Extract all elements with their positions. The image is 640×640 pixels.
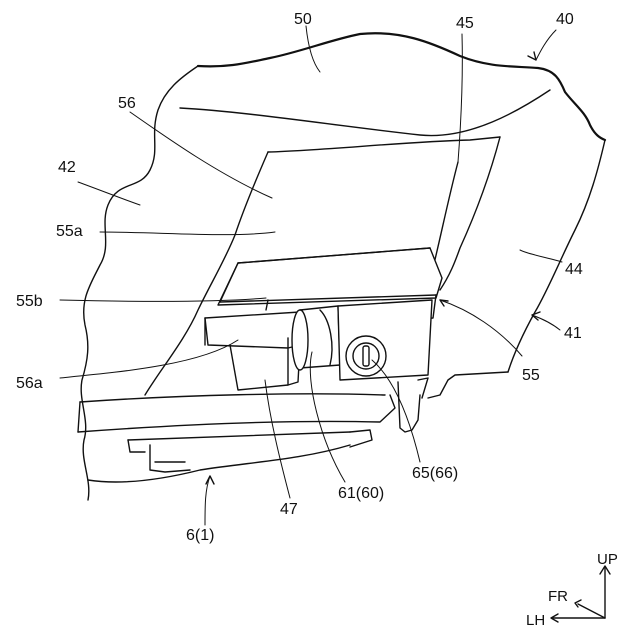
block-47 xyxy=(205,312,300,390)
label-47: 47 xyxy=(280,501,298,518)
lock-65 xyxy=(338,300,432,380)
label-55b: 55b xyxy=(16,293,43,310)
label-44: 44 xyxy=(565,261,583,278)
label-55a: 55a xyxy=(56,223,83,240)
upper-panel xyxy=(180,90,550,152)
label-55: 55 xyxy=(522,367,540,384)
label-45: 45 xyxy=(456,15,474,32)
direction-lh: LH xyxy=(526,612,545,629)
base-frame xyxy=(78,394,395,482)
label-61-60: 61(60) xyxy=(338,485,384,502)
direction-fr: FR xyxy=(548,588,568,605)
label-56: 56 xyxy=(118,95,136,112)
label-65-66: 65(66) xyxy=(412,465,458,482)
label-56a: 56a xyxy=(16,375,43,392)
label-40: 40 xyxy=(556,11,574,28)
label-41: 41 xyxy=(564,325,582,342)
direction-up: UP xyxy=(597,551,618,568)
hook-41 xyxy=(398,378,428,432)
label-50: 50 xyxy=(294,11,312,28)
label-6-1: 6(1) xyxy=(186,527,214,544)
label-42: 42 xyxy=(58,159,76,176)
cylinder-61 xyxy=(292,306,340,370)
